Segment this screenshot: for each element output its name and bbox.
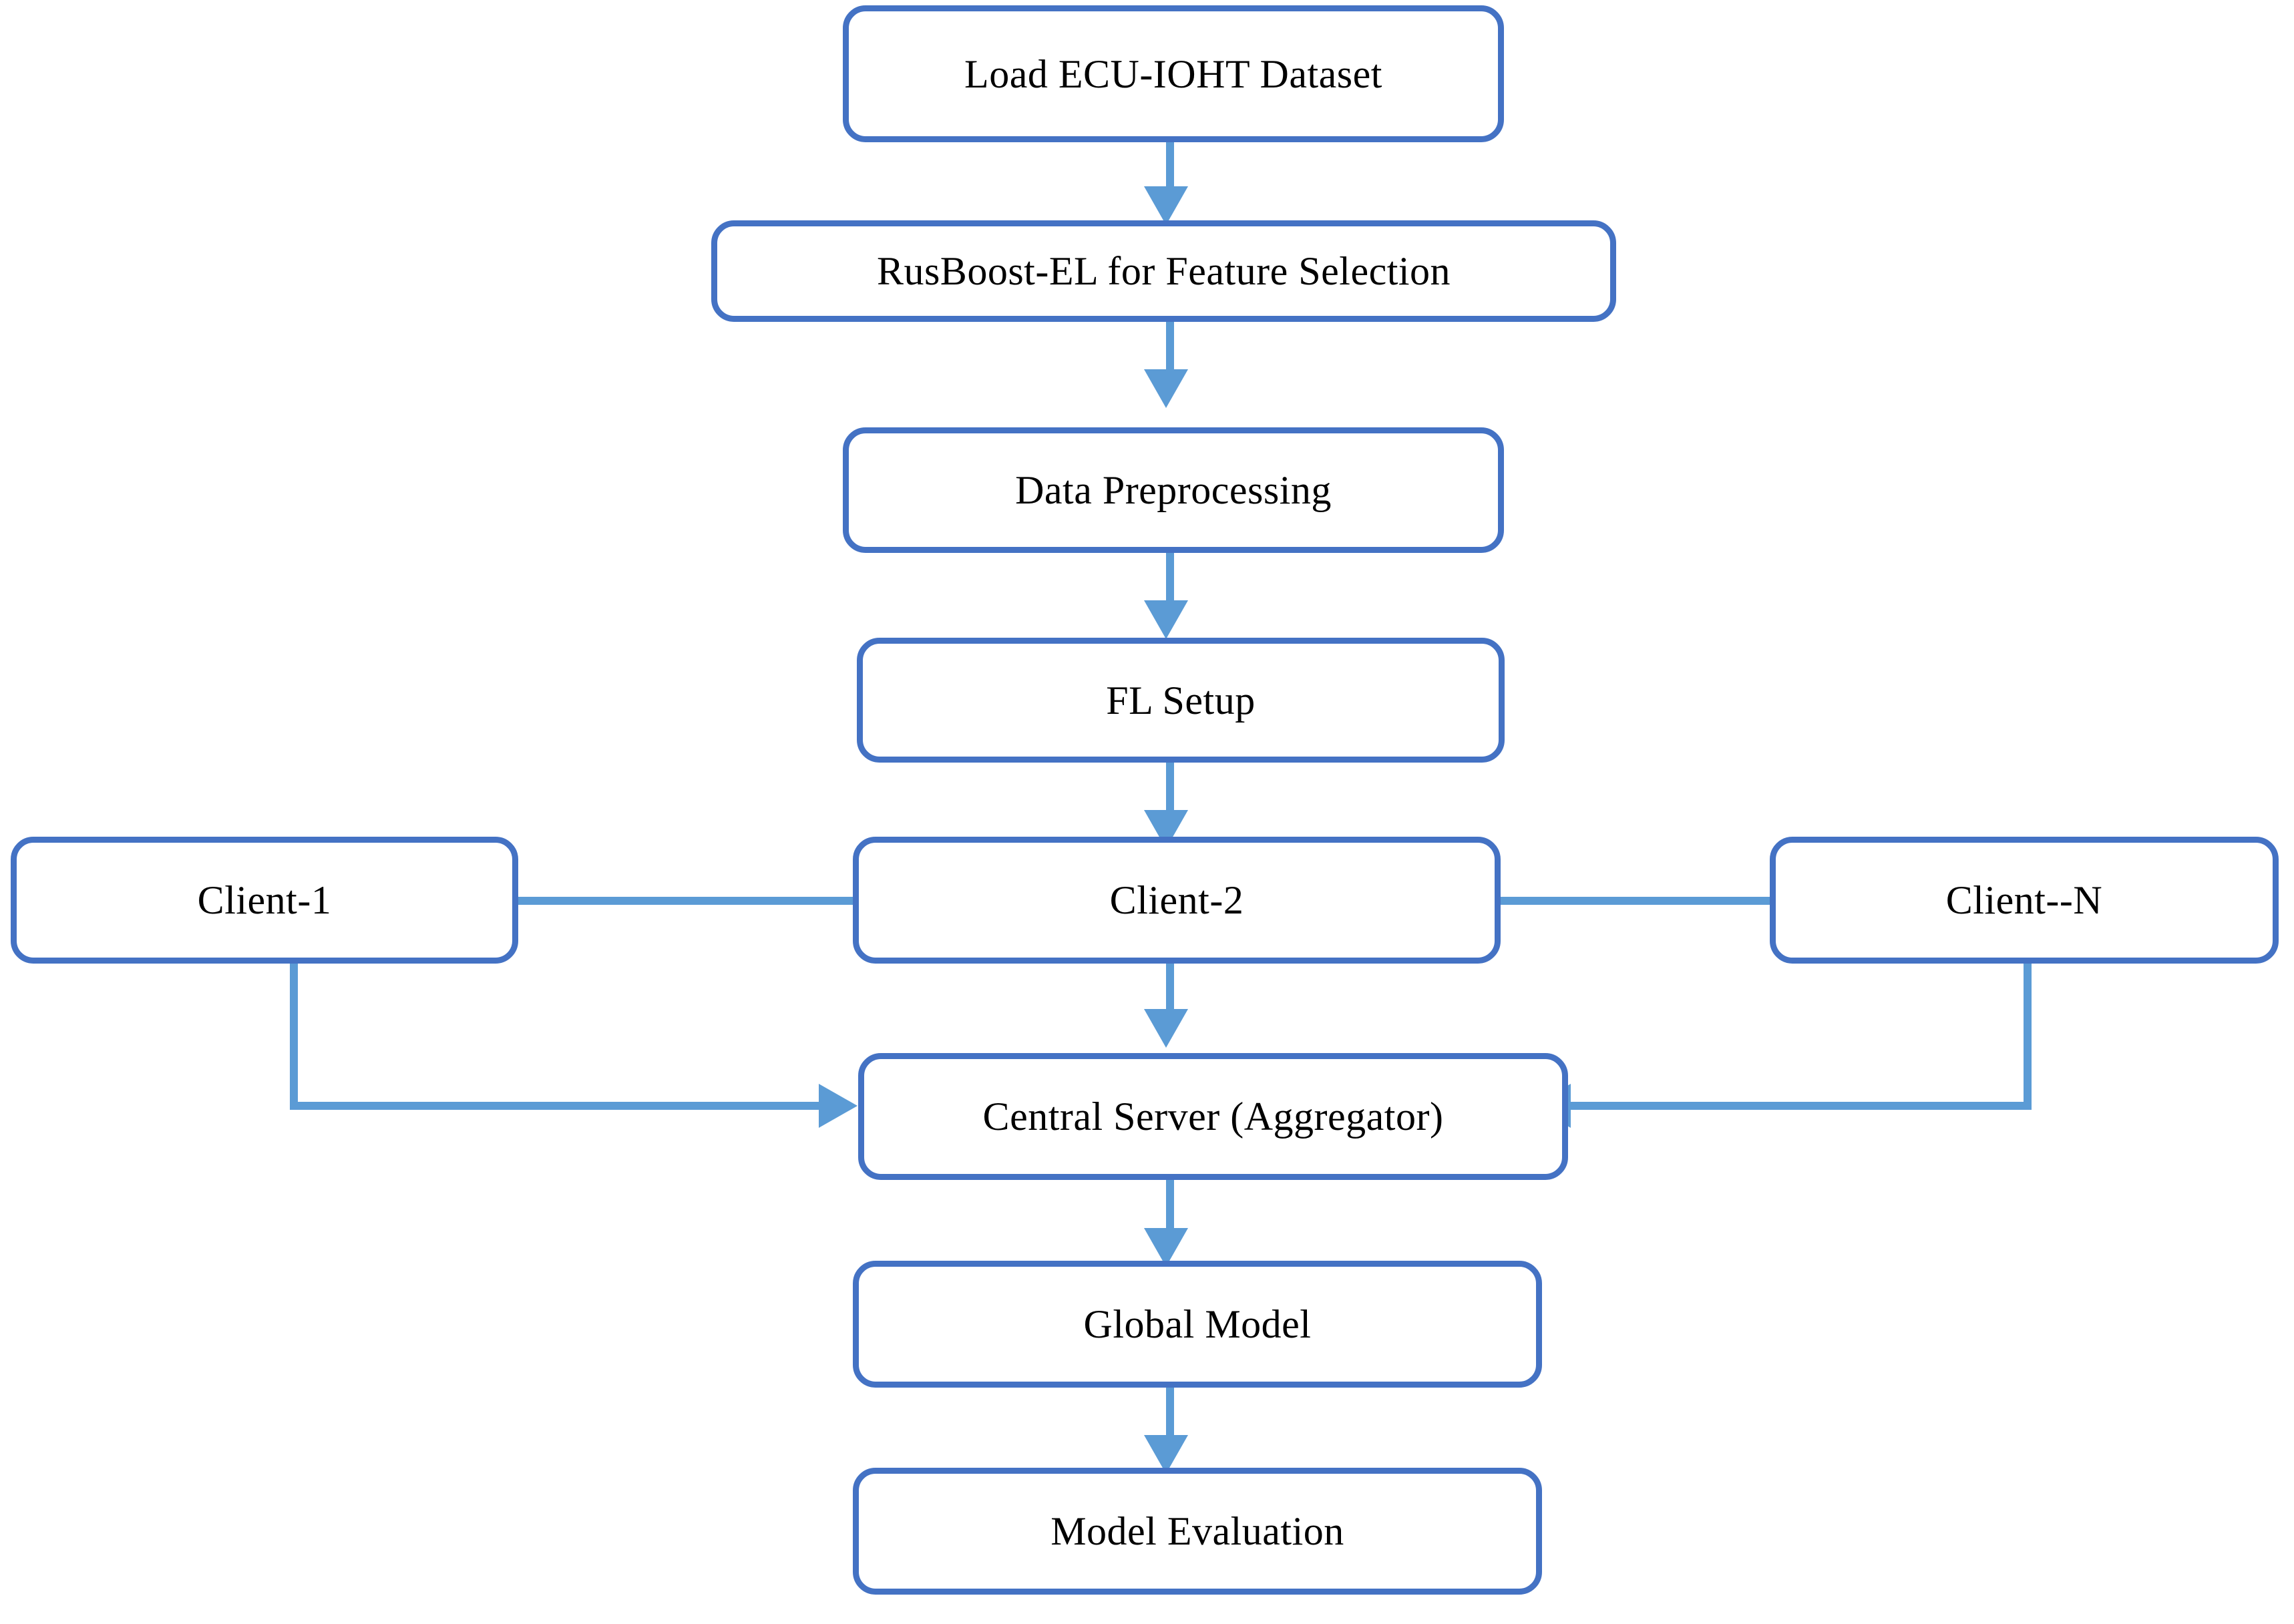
connector-global-to-evaluation-arrowhead [1144, 1435, 1188, 1474]
node-model-evaluation[interactable]: Model Evaluation [853, 1468, 1542, 1595]
connector-preprocess-to-flsetup-stem [1166, 552, 1174, 605]
node-fl-setup-label: FL Setup [1106, 678, 1256, 723]
connector-global-to-evaluation-stem [1166, 1386, 1174, 1440]
connector-server-to-global-stem [1166, 1179, 1174, 1233]
node-global-model[interactable]: Global Model [853, 1261, 1542, 1388]
connector-load-to-feature-arrowhead [1144, 186, 1188, 225]
node-data-preprocessing[interactable]: Data Preprocessing [843, 427, 1504, 553]
node-feature-selection-label: RusBoost-EL for Feature Selection [876, 249, 1451, 293]
node-client-2-label: Client-2 [1109, 878, 1244, 922]
connector-client1-to-server-horizontal [290, 1102, 824, 1110]
connector-client2-to-server-arrowhead [1144, 1009, 1188, 1048]
connector-flsetup-to-client2-stem [1166, 761, 1174, 815]
connector-load-to-feature-stem [1166, 138, 1174, 191]
connector-preprocess-to-flsetup-arrowhead [1144, 600, 1188, 639]
connector-client1-to-client2 [514, 897, 858, 905]
node-global-model-label: Global Model [1083, 1302, 1312, 1346]
node-client-2[interactable]: Client-2 [853, 837, 1501, 964]
node-load-dataset[interactable]: Load ECU-IOHT Dataset [843, 5, 1504, 142]
connector-feature-to-preprocess-stem [1166, 321, 1174, 374]
connector-client1-to-server-arrowhead [819, 1084, 857, 1128]
connector-clientn-to-server-horizontal [1569, 1102, 2032, 1110]
connector-client1-to-server-vertical [290, 960, 298, 1110]
node-load-dataset-label: Load ECU-IOHT Dataset [964, 51, 1382, 96]
node-data-preprocessing-label: Data Preprocessing [1015, 468, 1332, 512]
node-client-n[interactable]: Client--N [1770, 837, 2279, 964]
node-client-n-label: Client--N [1945, 878, 2103, 922]
connector-feature-to-preprocess-arrowhead [1144, 369, 1188, 408]
node-fl-setup[interactable]: FL Setup [857, 638, 1505, 763]
node-central-server-label: Central Server (Aggregator) [982, 1094, 1444, 1139]
node-central-server[interactable]: Central Server (Aggregator) [858, 1053, 1568, 1180]
connector-clientn-to-server-vertical [2024, 960, 2032, 1110]
node-client-1-label: Client-1 [197, 878, 332, 922]
connector-client2-to-clientn [1496, 897, 1773, 905]
node-client-1[interactable]: Client-1 [11, 837, 518, 964]
node-model-evaluation-label: Model Evaluation [1050, 1509, 1344, 1553]
connector-server-to-global-arrowhead [1144, 1228, 1188, 1267]
connector-client2-to-server-stem [1166, 960, 1174, 1014]
node-feature-selection[interactable]: RusBoost-EL for Feature Selection [711, 220, 1616, 322]
